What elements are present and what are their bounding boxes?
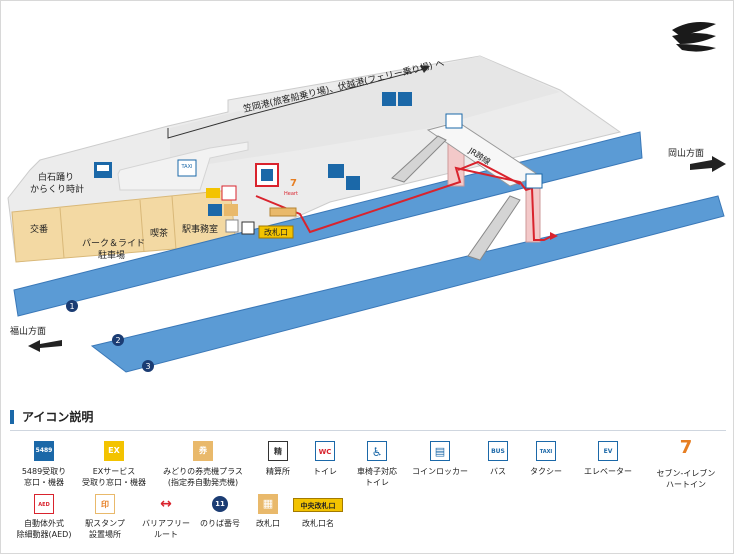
taxi-icon: TAXI (177, 159, 197, 177)
ex-icon-legend: EX (104, 441, 124, 461)
bus-icon-legend: BUS (488, 441, 508, 461)
fukuyama-direction-label: 福山方面 (10, 325, 46, 337)
locker-icon-legend: ▤ (430, 441, 450, 461)
svg-text:7: 7 (290, 178, 297, 189)
legend-label-gate: 改札口 (256, 519, 280, 528)
platform-1 (13, 131, 643, 317)
koban-label: 交番 (30, 223, 48, 235)
concourse-upper-plaza (170, 56, 560, 170)
jr-logo (672, 22, 716, 52)
ticket-gate-badge: 改札口 (258, 225, 294, 239)
bus-icon (94, 162, 112, 178)
fare-adjust-icon (241, 221, 255, 235)
ticket-gate-marker (269, 207, 297, 217)
seven-eleven-icon-legend: 7 (679, 437, 693, 458)
fare-adjust-icon-legend: 精 (268, 441, 288, 461)
icon-5489-legend: 5489 (34, 441, 54, 461)
legend-label-wheelchair: 車椅子対応 トイレ (357, 467, 397, 487)
stamp-icon-legend: 印 (95, 494, 115, 514)
barrier-free-icon-legend: ↔ (160, 496, 172, 512)
legend-title: アイコン説明 (10, 410, 93, 424)
legend-label-toilet: トイレ (313, 467, 337, 476)
elevator-icon-legend: EV (598, 441, 618, 461)
seven-eleven-marker: 7 Heart (284, 178, 298, 197)
icon-5489 (208, 204, 222, 216)
park-and-ride-label: パーク＆ライド駐車場 (82, 238, 145, 261)
legend-label-stamp: 駅スタンプ 設置場所 (85, 519, 125, 539)
cafe-label: 喫茶 (150, 227, 168, 239)
legend-label-aed: 自動体外式 除細動器(AED) (16, 519, 72, 539)
elevator-icon-2 (525, 173, 543, 189)
station-map: 笠岡港(旅客船乗り場)、伏越港(フェリー乗り場) へ 改札口 7 Heart T… (7, 22, 726, 373)
legend-label-fare: 精算所 (266, 467, 290, 476)
stamp-icon (225, 219, 239, 233)
wheelchair-icon-main (346, 176, 360, 190)
legend-label-locker: コインロッカー (412, 467, 468, 476)
legend-label-platform-no: のりば番号 (200, 519, 240, 528)
svg-text:1: 1 (69, 302, 74, 311)
legend-label-taxi: タクシー (530, 467, 562, 476)
port-direction-line (167, 67, 429, 139)
station-office-label: 駅事務室 (182, 223, 218, 235)
taxi-icon-legend: TAXI (536, 441, 556, 461)
platform-2-3 (90, 195, 725, 373)
platform-number-2: 2 (112, 334, 124, 346)
svg-text:2: 2 (115, 336, 120, 345)
svg-text:改札口: 改札口 (264, 227, 288, 237)
shiraishi-odori-label: 白石踊りからくり時計 (30, 171, 84, 195)
toilet-icon-main (328, 164, 344, 178)
aed-icon-legend: AED (34, 494, 54, 514)
legend-label-midori: みどりの券売機プラス (指定券自動発売機) (163, 467, 243, 487)
platform-number-1: 1 (66, 300, 78, 312)
platform-number-icon-legend: 11 (212, 496, 228, 512)
route-arrow (550, 232, 558, 240)
legend-label-barrier-free: バリアフリー ルート (142, 519, 190, 539)
wheelchair-icon-upper (398, 92, 412, 106)
barrier-free-route-bridge (457, 160, 521, 185)
legend-label-bus: バス (490, 467, 506, 476)
wheelchair-icon-legend: ♿ (367, 441, 387, 461)
svg-text:Heart: Heart (284, 191, 298, 197)
stairs-platform-2 (467, 195, 521, 261)
fukuyama-direction-arrow (28, 340, 62, 352)
legend-label-5489: 5489受取り 窓口・機器 (21, 467, 67, 487)
legend-label-ex: EXサービス 受取り窓口・機器 (82, 467, 146, 487)
ex-icon (206, 188, 220, 198)
ticket-machine-icon (224, 204, 238, 216)
legend-label-seven: セブン-イレブン ハートイン (656, 469, 716, 489)
okayama-direction-arrow (690, 156, 726, 172)
ticket-machine-icon-legend: 券 (193, 441, 213, 461)
svg-text:TAXI: TAXI (181, 164, 193, 170)
legend-divider (10, 430, 726, 431)
platform-number-3: 3 (142, 360, 154, 372)
legend-label-gate-name: 改札口名 (302, 519, 334, 528)
port-direction-arrow (420, 66, 430, 73)
aed-icon (221, 185, 237, 201)
barrier-free-route (255, 166, 553, 241)
okayama-direction-label: 岡山方面 (668, 147, 704, 159)
toilet-icon-legend: WC (315, 441, 335, 461)
legend-label-elevator: エレベーター (584, 467, 632, 476)
stairs-platform-1 (391, 135, 447, 183)
toilet-icon-upper (382, 92, 396, 106)
svg-text:3: 3 (145, 362, 150, 371)
elevator-icon-1 (445, 113, 463, 129)
gate-name-icon-legend: 中央改札口 (293, 498, 343, 512)
gate-icon-legend: ▦ (258, 494, 278, 514)
